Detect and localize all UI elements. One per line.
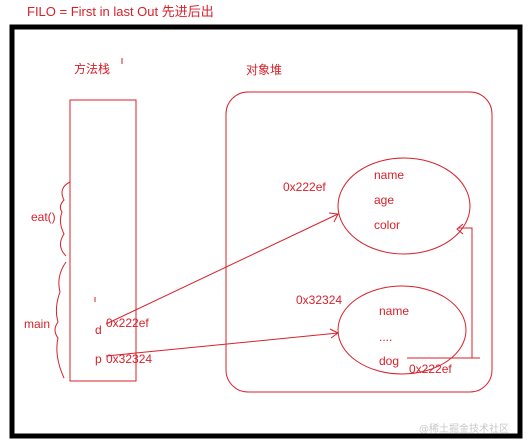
arrow-head bbox=[329, 328, 339, 339]
arrow-head bbox=[456, 223, 464, 235]
var-value-d: 0x222ef bbox=[106, 316, 149, 330]
object-address: 0x32324 bbox=[296, 293, 342, 307]
object-ellipse bbox=[337, 157, 471, 255]
object-address: 0x222ef bbox=[283, 180, 326, 194]
frame-label-eat: eat() bbox=[31, 210, 56, 224]
object-field: name bbox=[374, 168, 404, 182]
ref-arrow-d bbox=[105, 213, 339, 325]
ref-arrow-p bbox=[105, 332, 339, 357]
outer-frame bbox=[9, 24, 523, 439]
object-field: .... bbox=[379, 330, 392, 344]
var-value-p: 0x32324 bbox=[106, 352, 152, 366]
var-name-d: d bbox=[95, 323, 102, 337]
watermark: @稀土掘金技术社区 bbox=[419, 422, 509, 435]
object-ellipse bbox=[337, 285, 467, 375]
object-field: name bbox=[379, 304, 409, 318]
arrow-head bbox=[328, 212, 339, 223]
eat-frame-brace bbox=[59, 181, 71, 257]
object-field: age bbox=[374, 193, 394, 207]
object-field: color bbox=[374, 218, 400, 232]
frame-label-main: main bbox=[24, 317, 50, 331]
ref-arrow-dog bbox=[407, 227, 480, 359]
stack-title: 方法栈 bbox=[74, 61, 110, 76]
heap-box bbox=[225, 91, 493, 393]
heap-title: 对象堆 bbox=[246, 63, 282, 77]
header-title: FILO = First in last Out 先进后出 bbox=[27, 4, 214, 19]
object-field: dog bbox=[379, 354, 399, 368]
stack-box bbox=[69, 99, 137, 382]
field-ref-value: 0x222ef bbox=[409, 362, 452, 376]
var-name-p: p bbox=[95, 352, 102, 366]
main-frame-brace bbox=[54, 261, 67, 379]
